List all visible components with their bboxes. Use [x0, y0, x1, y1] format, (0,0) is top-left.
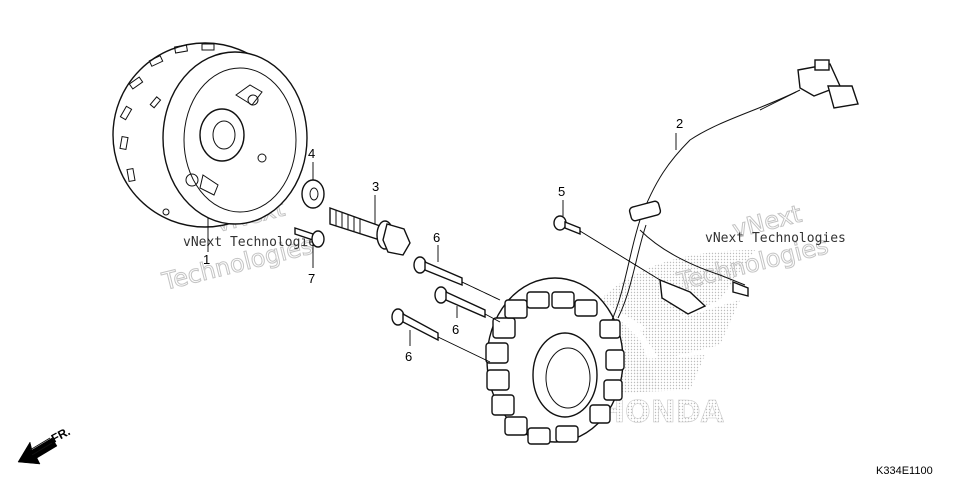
part-2-stator-assembly [485, 59, 859, 445]
leader-lines [207, 133, 677, 363]
part-7-bolt [294, 227, 325, 248]
part-5-bolt [553, 215, 581, 236]
callout-1: 1 [203, 252, 210, 267]
part-1-flywheel [112, 42, 308, 228]
watermark-right-small: vNext Technologies [705, 231, 846, 246]
part-6-bolt-upper [413, 256, 463, 287]
honda-brand-text: HONDA [600, 395, 725, 430]
callout-6-upper: 6 [433, 230, 440, 245]
callout-4: 4 [308, 146, 315, 161]
watermark-left-small: vNext Technologies [183, 235, 324, 250]
part-6-bolt-lower [391, 308, 439, 342]
callout-6-middle: 6 [452, 322, 459, 337]
callout-7: 7 [308, 271, 315, 286]
callout-5: 5 [558, 184, 565, 199]
watermark-right: vNext Technologies vNext Technologies [673, 199, 846, 296]
part-4-washer [301, 179, 325, 209]
part-6-bolt-middle [434, 286, 486, 319]
arrow-left-down-icon [17, 437, 58, 465]
callout-2: 2 [676, 116, 683, 131]
part-3-flange-bolt [329, 207, 411, 256]
callout-3: 3 [372, 179, 379, 194]
diagram-code: K334E1100 [876, 465, 933, 477]
stator-poles [485, 291, 625, 445]
front-direction-arrow: FR. [17, 424, 72, 465]
callout-6-lower: 6 [405, 349, 412, 364]
